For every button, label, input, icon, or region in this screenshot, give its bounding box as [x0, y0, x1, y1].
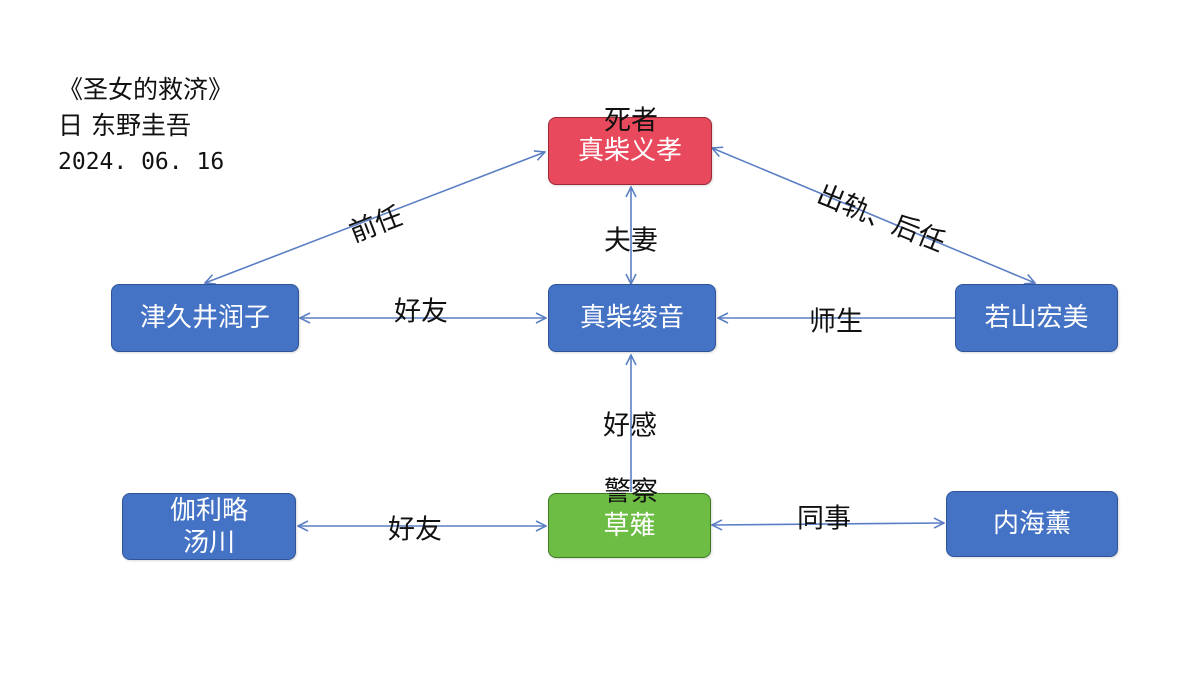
node-galileo-yukawa: 伽利略 汤川	[122, 493, 296, 560]
node-mashiba-yoshitaka: 真柴义孝	[548, 117, 712, 185]
role-tag-victim: 死者	[604, 105, 658, 137]
book-title: 《圣女的救济》	[58, 75, 234, 104]
date-line: 2024. 06. 16	[58, 149, 225, 175]
node-tsukui-junko: 津久井润子	[111, 284, 299, 352]
node-kusanagi: 草薙	[548, 493, 711, 558]
node-mashiba-ayane: 真柴绫音	[548, 284, 716, 352]
edge-junko-yoshitaka	[205, 152, 545, 283]
node-name: 草薙	[603, 510, 656, 541]
node-name-line1: 伽利略	[169, 495, 248, 526]
edge-kusanagi-kaoru	[712, 523, 944, 525]
node-name: 真柴义孝	[577, 136, 682, 166]
role-tag-police: 警察	[604, 476, 658, 508]
node-name: 内海薰	[992, 509, 1071, 539]
edge-label-galileo-kusanagi: 好友	[388, 514, 442, 546]
edge-label-hiromi-ayane: 师生	[809, 306, 863, 338]
document-header: 《圣女的救济》 日 东野圭吾 2024. 06. 16	[58, 72, 233, 180]
node-name: 真柴绫音	[579, 303, 684, 333]
edge-hiromi-yoshitaka	[712, 148, 1035, 283]
author-line: 日 东野圭吾	[58, 111, 191, 140]
edge-label-ayane-yoshitaka: 夫妻	[604, 225, 658, 257]
node-name: 若山宏美	[984, 303, 1089, 333]
node-name: 津久井润子	[139, 303, 270, 333]
edge-label-kusanagi-kaoru: 同事	[797, 503, 851, 535]
node-name-line2: 汤川	[182, 527, 235, 558]
node-wakayama-hiromi: 若山宏美	[955, 284, 1118, 352]
node-utsumi-kaoru: 内海薰	[946, 491, 1118, 557]
edge-label-junko-ayane: 好友	[394, 296, 448, 328]
edge-label-kusanagi-ayane: 好感	[603, 410, 657, 442]
